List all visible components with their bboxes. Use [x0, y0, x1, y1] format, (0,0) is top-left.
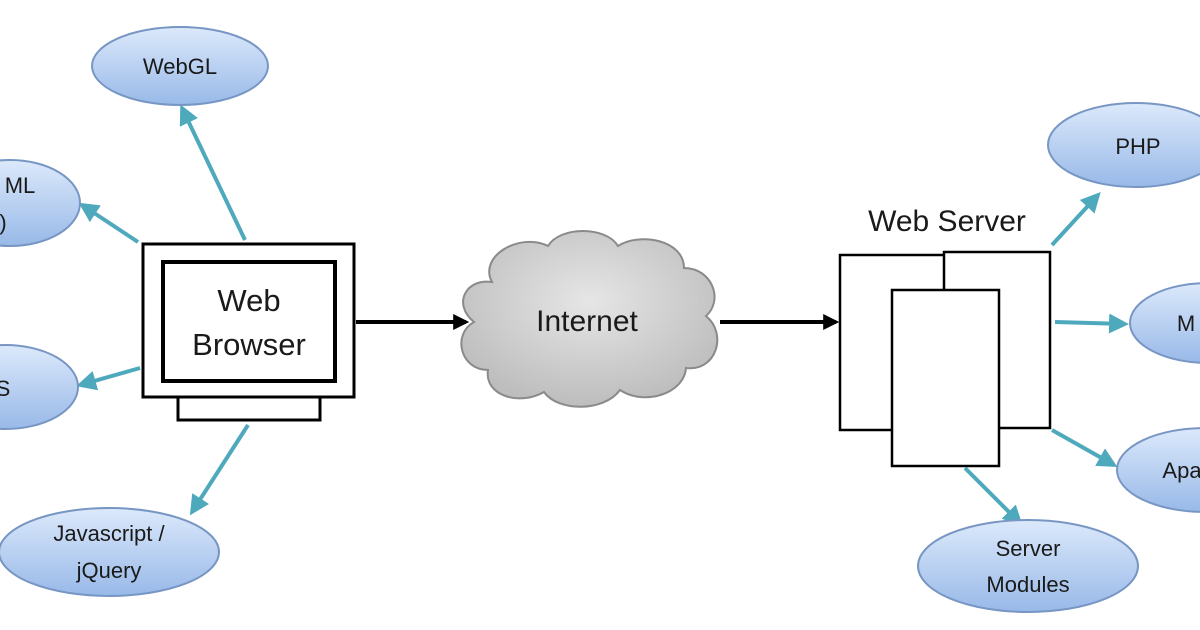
browser-label-line1: Web [217, 283, 280, 318]
php-label: PHP [1115, 134, 1160, 159]
mysql-label: M [1177, 311, 1195, 336]
connector-browser-webgl [179, 104, 247, 241]
connector-browser-html [78, 202, 140, 244]
server-modules-label-line1: Server [996, 536, 1061, 561]
php-bubble: PHP [1047, 102, 1200, 188]
webgl-label: WebGL [143, 54, 217, 79]
css-bubble: S [0, 344, 79, 430]
mysql-bubble: M [1129, 282, 1200, 364]
html-bubble: ML ) [0, 159, 81, 247]
apache-bubble: Apa [1116, 427, 1200, 513]
monitor-stand [176, 395, 322, 422]
server-tech-bubbles: PHP M Apa Server Modules [917, 102, 1200, 613]
connector-browser-css [76, 366, 141, 391]
server-modules-label-line2: Modules [986, 572, 1069, 597]
connector-server-mysql [1054, 313, 1129, 334]
html-label-line1: ML [5, 173, 36, 198]
web-server-node: Web Server [838, 205, 1052, 468]
connector-server-php [1050, 192, 1101, 247]
server-page-front [890, 288, 1001, 468]
client-connectors [76, 104, 250, 516]
internet-cloud: Internet [460, 230, 719, 408]
html-label-line2: ) [0, 210, 7, 235]
web-browser-node: Web Browser [141, 242, 356, 422]
server-modules-bubble: Server Modules [917, 519, 1139, 613]
javascript-label-line1: Javascript / [53, 521, 165, 546]
client-tech-bubbles: WebGL ML ) S Javascript / jQuery [0, 26, 269, 597]
css-label: S [0, 376, 10, 401]
browser-label-line2: Browser [192, 327, 306, 362]
webgl-bubble: WebGL [91, 26, 269, 106]
connector-browser-javascript [189, 423, 250, 516]
javascript-label-line2: jQuery [76, 558, 142, 583]
monitor-screen [161, 260, 337, 383]
internet-label: Internet [536, 305, 638, 338]
server-title: Web Server [868, 205, 1026, 238]
cloud-icon [460, 230, 719, 408]
apache-label: Apa [1162, 458, 1200, 483]
javascript-bubble: Javascript / jQuery [0, 507, 220, 597]
server-connectors [963, 192, 1129, 526]
connector-server-apache [1051, 428, 1118, 467]
connector-server-modules [963, 466, 1023, 526]
